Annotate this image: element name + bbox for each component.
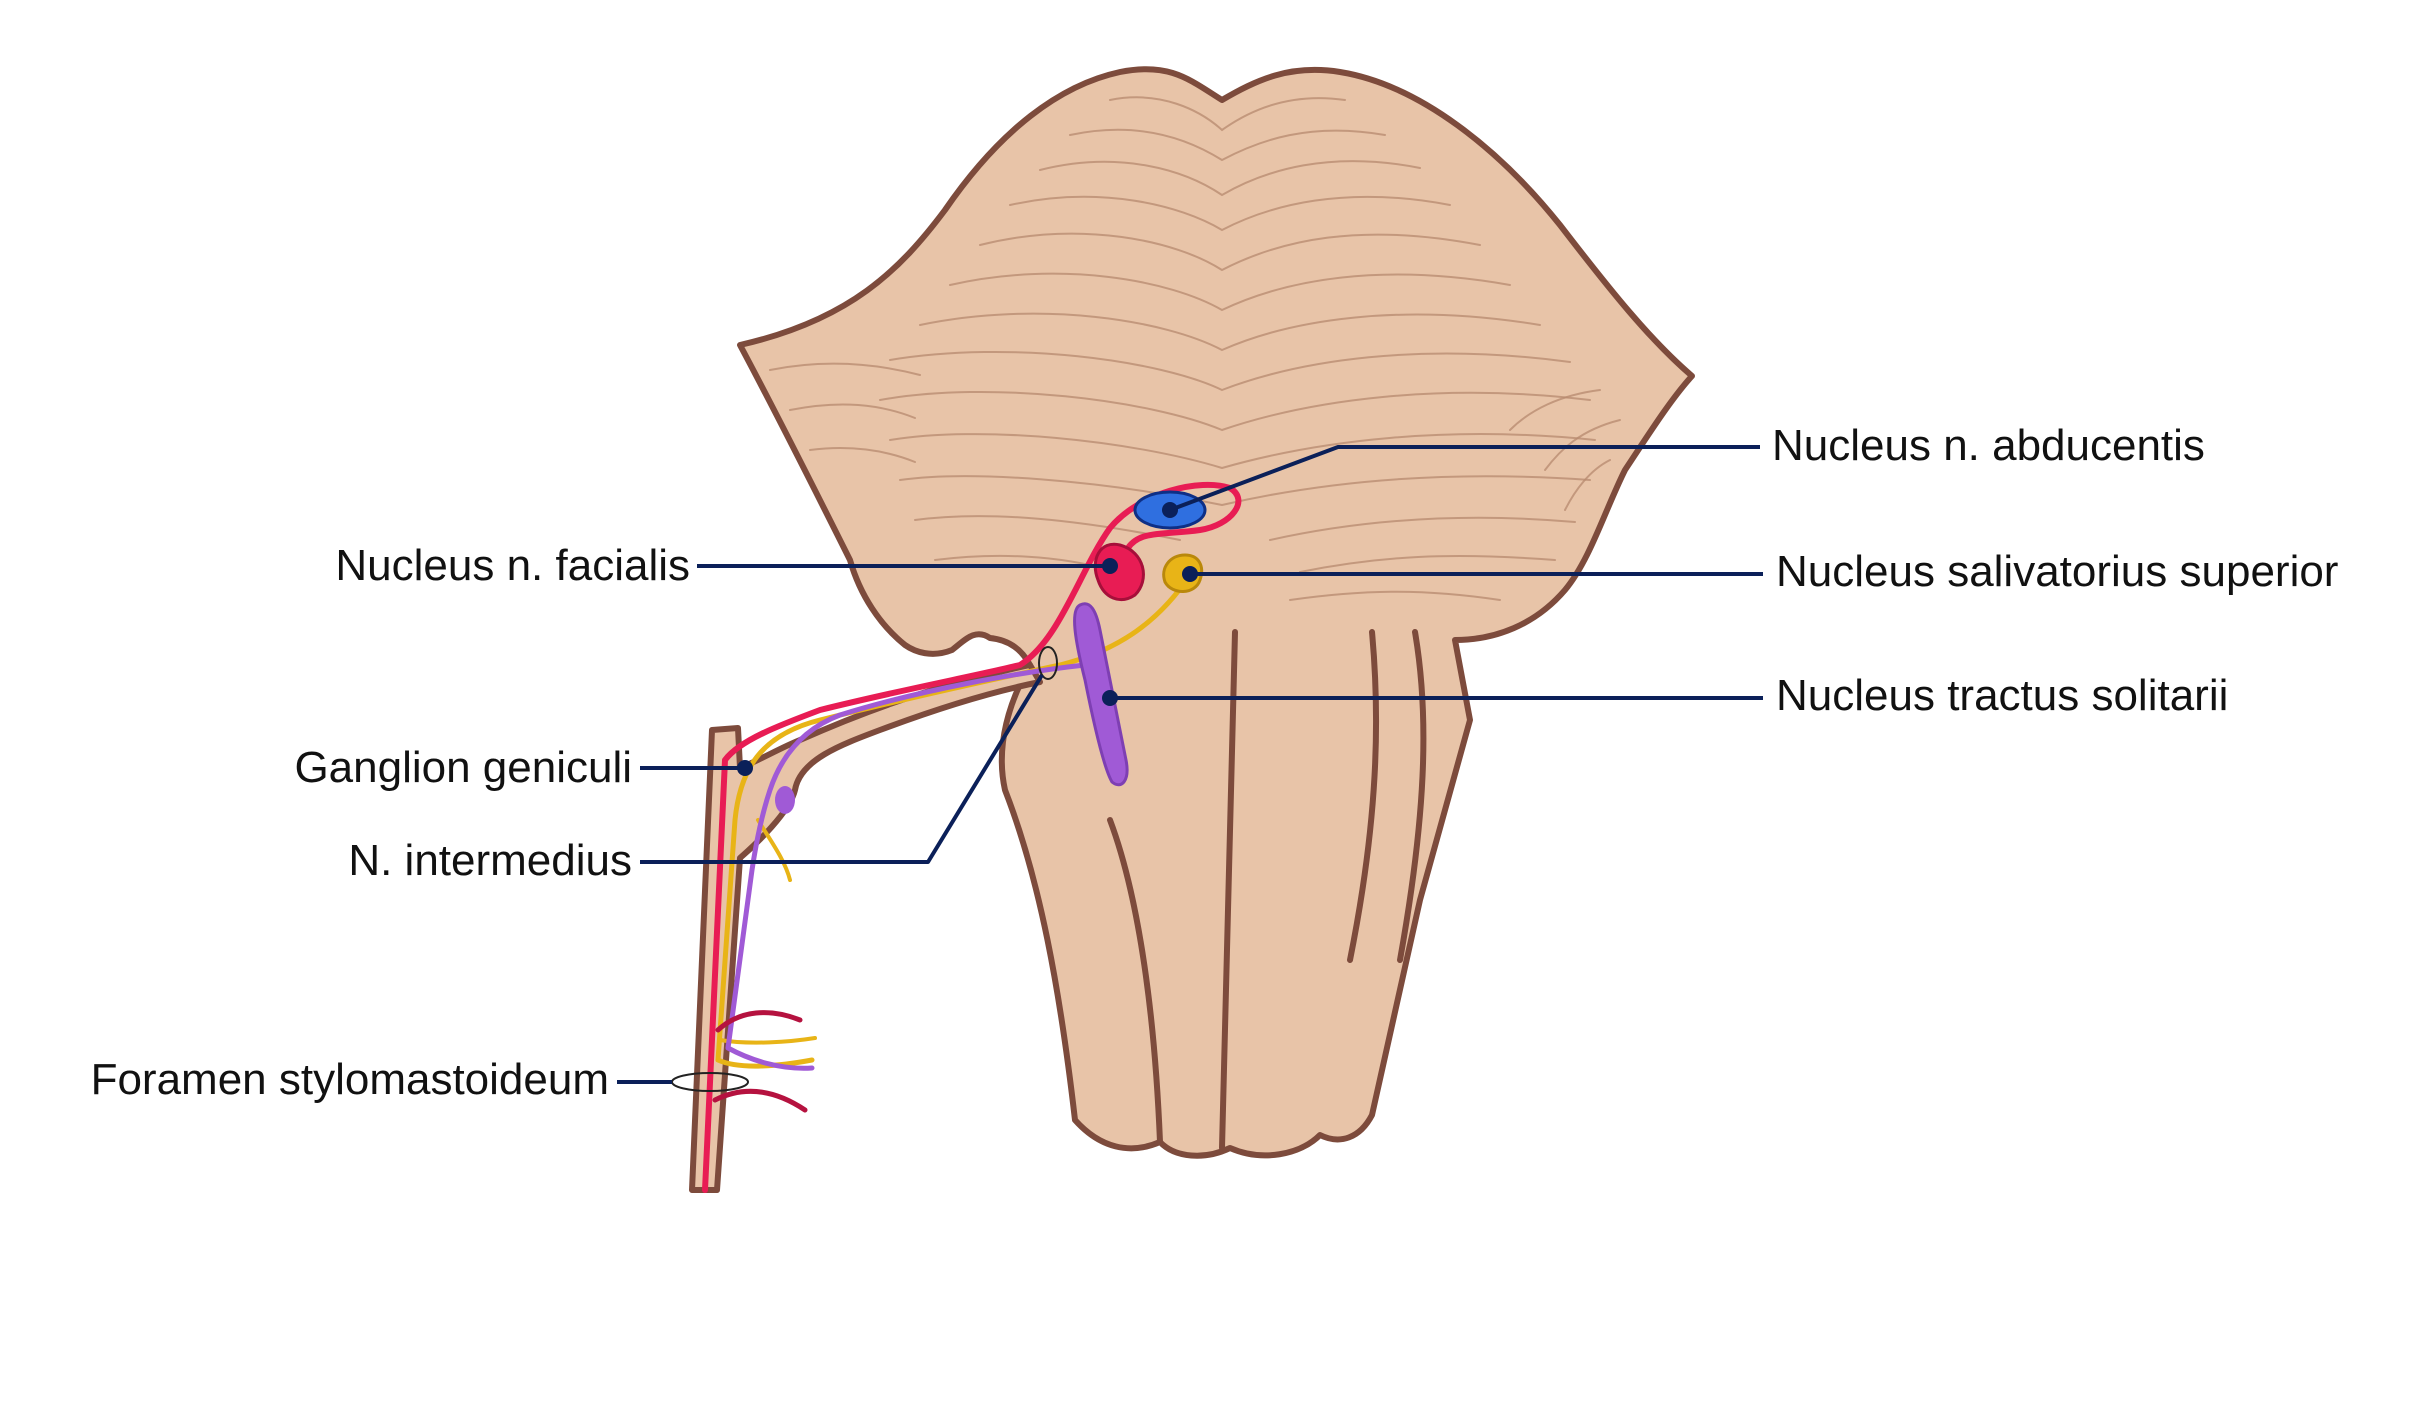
leader-lines: [617, 445, 1763, 1084]
solitary-nucleus: [1073, 602, 1129, 787]
labels: Nucleus n. abducentis Nucleus n. faciali…: [91, 421, 2339, 1104]
leader-intermedius: [640, 673, 1044, 864]
facial-branch-lower: [712, 1088, 808, 1113]
internal-acoustic-ring: [1038, 646, 1058, 680]
label-intermedius: N. intermedius: [348, 836, 632, 885]
brainstem: [737, 66, 1695, 1159]
geniculate-ganglion: [775, 786, 795, 814]
leader-dot-solitary: [1102, 690, 1118, 706]
facial-nucleus: [1093, 542, 1145, 601]
leader-abducens: [1169, 445, 1760, 512]
leader-dot-geniculate: [737, 760, 753, 776]
leader-dot-facial: [1102, 558, 1118, 574]
leader-dot-abducens: [1162, 502, 1178, 518]
solitary-fiber: [725, 662, 1088, 1071]
pons-body: [737, 66, 1695, 1159]
label-facial: Nucleus n. facialis: [335, 541, 690, 590]
facial-branch-upper: [715, 1010, 803, 1033]
label-solitary: Nucleus tractus solitarii: [1776, 671, 2228, 720]
label-salivatory: Nucleus salivatorius superior: [1776, 547, 2338, 596]
nerve-fibers: [702, 481, 1242, 1193]
salivatory-chorda: [718, 1036, 817, 1045]
salivatory-branch: [756, 818, 792, 882]
leader-dot-salivatory: [1182, 566, 1198, 582]
label-stylomastoid: Foramen stylomastoideum: [91, 1055, 609, 1104]
facial-motor-fiber: [702, 481, 1242, 1193]
nuclei: [671, 490, 1207, 1092]
medulla-grooves: [1107, 629, 1427, 1151]
label-abducens: Nucleus n. abducentis: [1772, 421, 2205, 470]
label-geniculate: Ganglion geniculi: [294, 743, 632, 792]
